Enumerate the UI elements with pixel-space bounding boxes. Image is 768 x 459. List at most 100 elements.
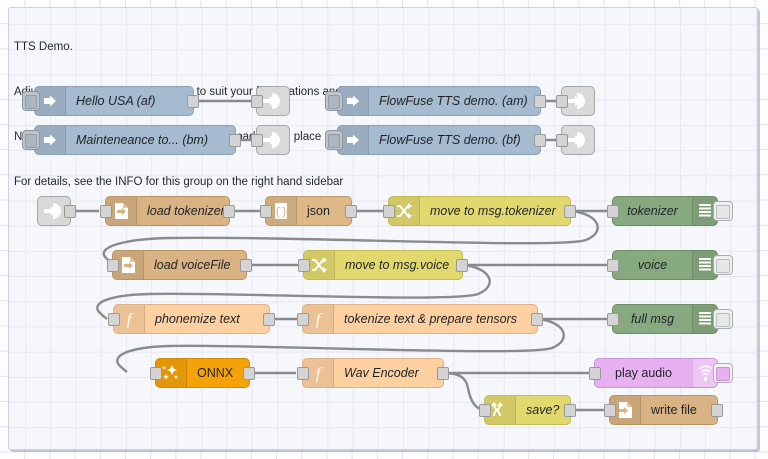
output-port[interactable]: [240, 259, 252, 272]
debug-bars-icon: [692, 251, 717, 279]
input-port[interactable]: [556, 95, 568, 108]
output-port[interactable]: [187, 95, 199, 108]
node-label: ONNX: [197, 366, 234, 380]
input-port[interactable]: [607, 205, 619, 218]
inject-node-hello-usa[interactable]: Hello USA (af): [22, 86, 199, 116]
node-label: Wav Encoder: [344, 366, 419, 380]
inject-node-maintenance[interactable]: Mainteneance to... (bm): [22, 125, 241, 155]
input-port[interactable]: [100, 205, 112, 218]
link-out-icon: [257, 126, 289, 154]
output-port[interactable]: [345, 205, 357, 218]
link-out-icon: [257, 87, 289, 115]
audio-play-button[interactable]: [713, 363, 733, 383]
input-port[interactable]: [107, 259, 119, 272]
group-comment-line-4: For details, see the INFO for this group…: [14, 176, 344, 188]
node-label: load voiceFile: [154, 258, 231, 272]
input-port[interactable]: [298, 259, 310, 272]
node-label: Mainteneance to... (bm): [76, 133, 209, 147]
input-port[interactable]: [607, 259, 619, 272]
function-node-tokenize-tensors[interactable]: f tokenize text & prepare tensors: [297, 304, 543, 334]
link-out-icon: [562, 87, 594, 115]
change-node-move-tokenizer[interactable]: move to msg.tokenizer: [383, 196, 576, 226]
input-port[interactable]: [604, 404, 616, 417]
inject-trigger-button[interactable]: [22, 91, 40, 111]
link-out-node-2[interactable]: [251, 125, 290, 155]
output-port[interactable]: [229, 134, 241, 147]
debug-bars-icon: [692, 197, 717, 225]
input-port[interactable]: [251, 95, 263, 108]
node-label: tokenizer: [627, 204, 678, 218]
inject-trigger-button[interactable]: [325, 130, 343, 150]
input-port[interactable]: [297, 367, 309, 380]
link-out-icon: [562, 126, 594, 154]
inject-arrow-icon: [338, 126, 369, 154]
inject-node-tts-bf[interactable]: FlowFuse TTS demo. (bf): [325, 125, 546, 155]
link-out-node-1[interactable]: [251, 86, 290, 116]
debug-node-tokenizer[interactable]: tokenizer: [607, 196, 733, 226]
output-port[interactable]: [223, 205, 235, 218]
output-port[interactable]: [564, 404, 576, 417]
output-port[interactable]: [437, 367, 449, 380]
output-port[interactable]: [243, 367, 255, 380]
input-port[interactable]: [479, 404, 491, 417]
file-in-node-load-tokenizer[interactable]: load tokenizer: [100, 196, 235, 226]
debug-toggle-button[interactable]: [713, 309, 733, 329]
input-port[interactable]: [556, 134, 568, 147]
json-braces-icon: {}: [266, 197, 297, 225]
link-in-node-1[interactable]: [37, 196, 76, 226]
input-port[interactable]: [260, 205, 272, 218]
output-port[interactable]: [564, 205, 576, 218]
output-port[interactable]: [534, 134, 546, 147]
debug-node-voice[interactable]: voice: [607, 250, 733, 280]
function-node-wav-encoder[interactable]: f Wav Encoder: [297, 358, 449, 388]
output-port[interactable]: [263, 313, 275, 326]
onnx-node[interactable]: ONNX: [150, 358, 255, 388]
debug-toggle-button[interactable]: [713, 255, 733, 275]
node-label: FlowFuse TTS demo. (am): [379, 94, 528, 108]
node-label: move to msg.voice: [345, 258, 450, 272]
debug-node-full-msg[interactable]: full msg: [607, 304, 733, 334]
output-port[interactable]: [711, 404, 723, 417]
svg-text:f: f: [316, 310, 323, 328]
function-node-phonemize-text[interactable]: f phonemize text: [108, 304, 275, 334]
inject-arrow-icon: [338, 87, 369, 115]
inject-arrow-icon: [35, 126, 66, 154]
output-port[interactable]: [64, 205, 76, 218]
debug-toggle-button[interactable]: [713, 201, 733, 221]
input-port[interactable]: [150, 367, 162, 380]
output-port[interactable]: [456, 259, 468, 272]
inject-trigger-button[interactable]: [22, 130, 40, 150]
inject-trigger-button[interactable]: [325, 91, 343, 111]
link-out-node-3[interactable]: [556, 86, 595, 116]
node-label: full msg: [630, 312, 675, 326]
input-port[interactable]: [607, 313, 619, 326]
input-port[interactable]: [108, 313, 120, 326]
change-node-move-voice[interactable]: move to msg.voice: [298, 250, 468, 280]
link-out-node-4[interactable]: [556, 125, 595, 155]
input-port[interactable]: [383, 205, 395, 218]
svg-text:f: f: [316, 364, 323, 382]
input-port[interactable]: [297, 313, 309, 326]
group-comment-line-1: TTS Demo.: [14, 41, 73, 53]
node-label: play audio: [615, 366, 672, 380]
node-label: write file: [651, 403, 697, 417]
file-out-node-write-file[interactable]: write file: [604, 395, 723, 425]
input-port[interactable]: [589, 367, 601, 380]
function-f-icon: f: [303, 305, 334, 333]
inject-arrow-icon: [35, 87, 66, 115]
output-port[interactable]: [531, 313, 543, 326]
switch-node-save[interactable]: save?: [479, 395, 576, 425]
json-node[interactable]: {} json: [260, 196, 357, 226]
inject-node-tts-am[interactable]: FlowFuse TTS demo. (am): [325, 86, 546, 116]
node-label: FlowFuse TTS demo. (bf): [379, 133, 521, 147]
node-label: move to msg.tokenizer: [430, 204, 556, 218]
node-label: tokenize text & prepare tensors: [344, 312, 518, 326]
node-label: save?: [526, 403, 560, 417]
file-in-node-load-voicefile[interactable]: load voiceFile: [107, 250, 252, 280]
audio-out-node-play-audio[interactable]: play audio: [589, 358, 733, 388]
svg-text:{}: {}: [274, 207, 287, 219]
svg-text:f: f: [127, 310, 134, 328]
output-port[interactable]: [534, 95, 546, 108]
input-port[interactable]: [251, 134, 263, 147]
